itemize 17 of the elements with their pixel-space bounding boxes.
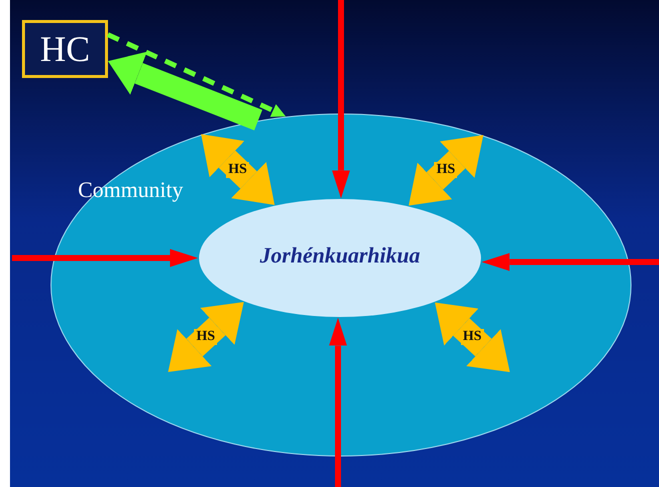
edge-label: HS bbox=[194, 329, 218, 345]
ellipse-label: Jorhénkuarhikua bbox=[260, 242, 420, 268]
double-arrow bbox=[168, 302, 244, 372]
arrow bbox=[482, 253, 659, 271]
arrow bbox=[106, 32, 286, 117]
double-arrow bbox=[201, 134, 275, 205]
edge-label: HS bbox=[226, 162, 249, 178]
edge-label: HS bbox=[460, 329, 484, 346]
double-arrow bbox=[434, 302, 510, 372]
arrow bbox=[332, 0, 350, 198]
double-arrow bbox=[408, 134, 484, 206]
label-box bbox=[22, 20, 108, 78]
arrow bbox=[108, 52, 262, 130]
edge-label: HS bbox=[434, 162, 458, 178]
box-label: HC bbox=[40, 28, 90, 70]
arrow bbox=[329, 318, 347, 487]
arrow bbox=[12, 249, 198, 267]
